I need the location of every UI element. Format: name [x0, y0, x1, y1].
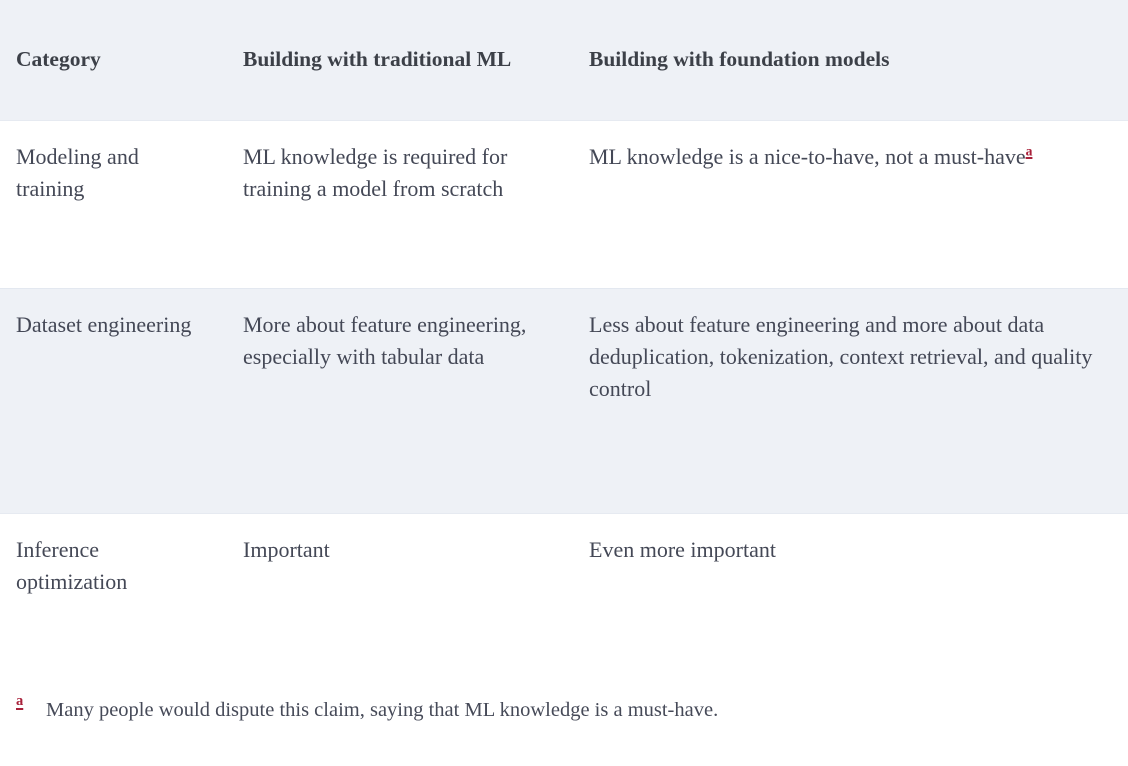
table-header-row: Category Building with traditional ML Bu…: [0, 0, 1128, 120]
cell-foundation-models-text: ML knowledge is a nice-to-have, not a mu…: [589, 143, 1026, 169]
table-row: Modeling and training ML knowledge is re…: [0, 119, 1128, 288]
comparison-table: Category Building with traditional ML Bu…: [0, 0, 1128, 638]
column-header-foundation-models: Building with foundation models: [589, 47, 890, 72]
table-body: Modeling and training ML knowledge is re…: [0, 119, 1128, 638]
cell-category: Dataset engineering: [0, 287, 227, 513]
column-header-traditional-ml: Building with traditional ML: [243, 47, 512, 72]
table-header: Category Building with traditional ML Bu…: [0, 0, 1128, 120]
cell-traditional-ml: More about feature engineering, especial…: [227, 287, 574, 513]
cell-foundation-models: Less about feature engineering and more …: [574, 287, 1128, 513]
cell-traditional-ml: Important: [227, 512, 574, 638]
cell-traditional-ml: ML knowledge is required for training a …: [227, 119, 574, 288]
cell-foundation-models: Even more important: [574, 512, 1128, 638]
column-header-category: Category: [16, 47, 101, 72]
table-row: Inference optimization Important Even mo…: [0, 512, 1128, 638]
table-row: Dataset engineering More about feature e…: [0, 287, 1128, 513]
footnote-item: a Many people would dispute this claim, …: [16, 692, 1112, 725]
cell-category: Inference optimization: [0, 512, 227, 638]
footnote-reference-a[interactable]: a: [1025, 143, 1033, 159]
cell-category: Modeling and training: [0, 119, 227, 288]
cell-foundation-models: ML knowledge is a nice-to-have, not a mu…: [574, 119, 1128, 288]
footnotes-section: a Many people would dispute this claim, …: [0, 692, 1128, 725]
footnote-marker-a[interactable]: a: [16, 693, 24, 709]
footnote-text: Many people would dispute this claim, sa…: [46, 699, 719, 721]
